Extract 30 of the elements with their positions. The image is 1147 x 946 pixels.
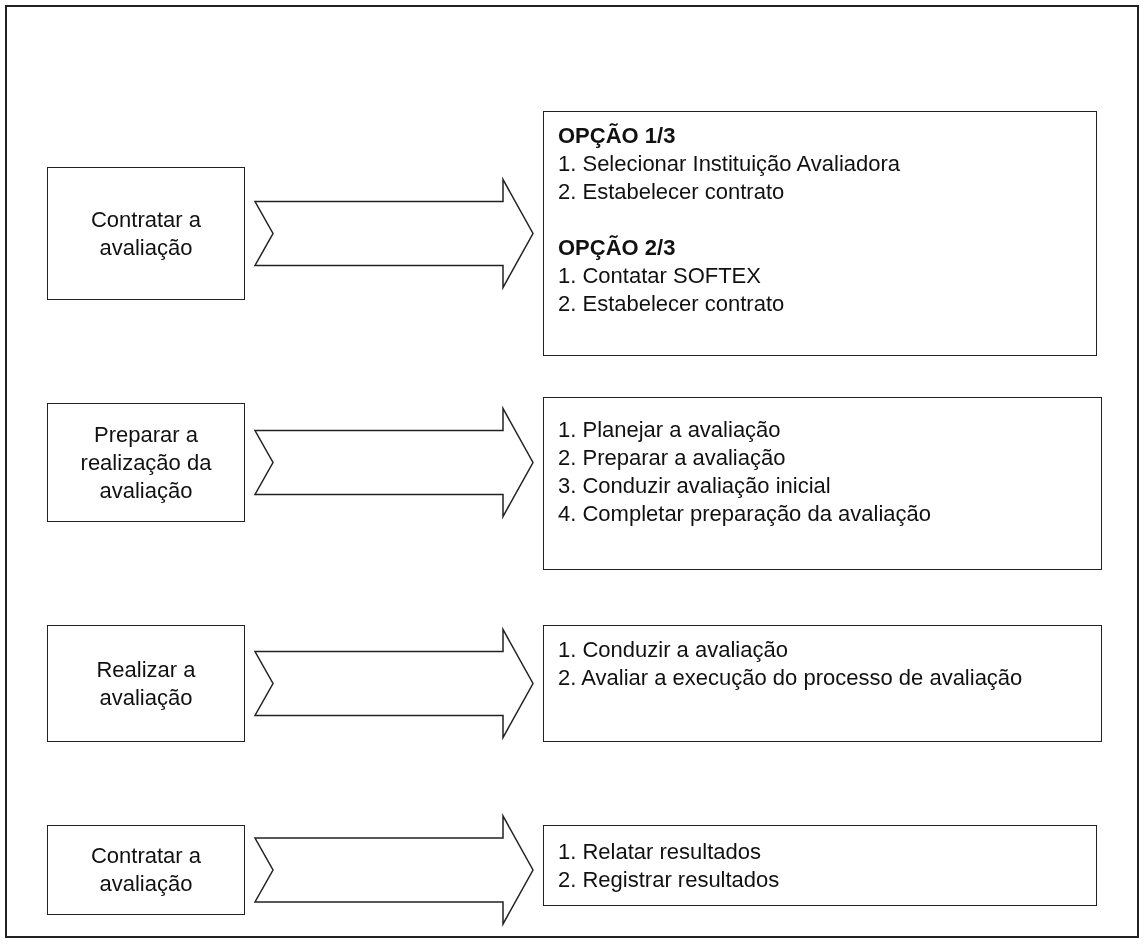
step-item: 1. Relatar resultados [558,838,762,866]
step-item: 1. Conduzir a avaliação [558,636,789,664]
block-arrow [253,626,534,741]
steps-box [543,111,1097,356]
step-item: 2. Preparar a avaliação [558,444,787,472]
block-arrow [253,176,534,291]
step-item: 2. Estabelecer contrato [558,178,786,206]
step-item: 1. Contatar SOFTEX [558,262,762,290]
step-item: 4. Completar preparação da avaliação [558,500,932,528]
process-box [47,825,245,915]
steps-box [543,625,1102,742]
step-item: 2. Estabelecer contrato [558,290,786,318]
process-box [47,625,245,742]
process-box [47,403,245,522]
box-label: Contratar a avaliação [89,842,203,898]
box-label: Realizar a avaliação [95,655,197,712]
step-item: 2. Avaliar a execução do processo de avaliação [558,664,1024,692]
step-item: 1. Planejar a avaliação [558,416,782,444]
steps-box [543,397,1102,570]
step-item: 1. Selecionar Instituição Avaliadora [558,150,902,178]
step-item: 2. Registrar resultados [558,866,781,894]
steps-box [543,825,1097,906]
block-arrow [253,813,534,927]
box-label: Contratar a avaliação [89,205,203,262]
step-item: 3. Conduzir avaliação inicial [558,472,832,500]
process-box [47,167,245,300]
option-heading: OPÇÃO 1/3 [558,122,677,150]
option-heading: OPÇÃO 2/3 [558,234,677,262]
block-arrow [253,405,534,520]
box-label: Preparar a realização da avaliação [79,420,213,505]
